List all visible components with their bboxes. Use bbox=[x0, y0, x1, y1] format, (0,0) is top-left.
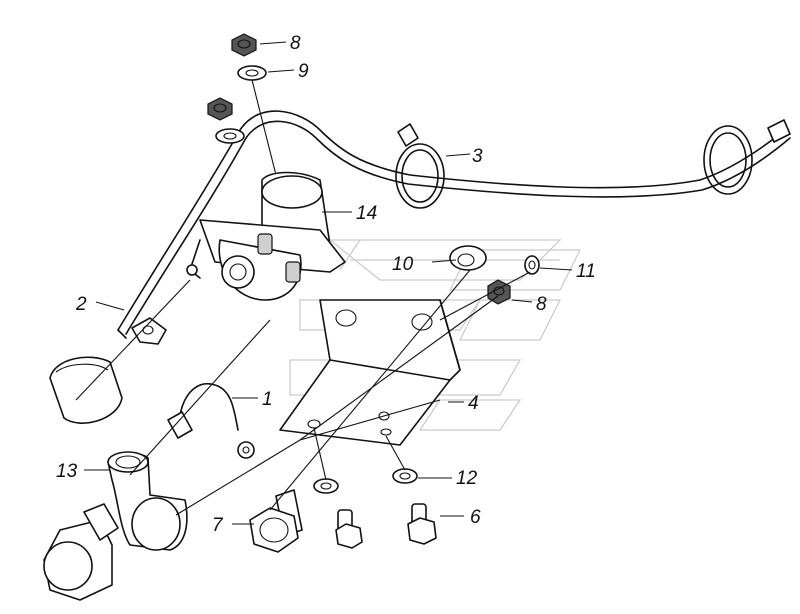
hose-clamp-right bbox=[703, 125, 753, 195]
callout-4: 4 bbox=[468, 393, 479, 414]
callout-1: 1 bbox=[262, 389, 273, 410]
hose-clamp-left bbox=[395, 123, 445, 209]
solenoid-valve bbox=[186, 171, 346, 301]
mounting-bracket bbox=[279, 299, 461, 446]
callout-labels: 1 2 3 4 6 7 8 8 9 10 11 12 13 14 bbox=[56, 33, 596, 536]
callout-9: 9 bbox=[298, 61, 309, 82]
callout-7: 7 bbox=[212, 515, 224, 536]
union-fitting bbox=[43, 503, 119, 601]
washer-10 bbox=[449, 245, 487, 271]
callout-3: 3 bbox=[472, 146, 483, 167]
callout-11: 11 bbox=[576, 261, 596, 282]
leader-lines bbox=[84, 41, 573, 525]
callout-8-top: 8 bbox=[290, 33, 301, 54]
callout-8-right: 8 bbox=[536, 294, 547, 315]
washer-11 bbox=[524, 255, 540, 275]
washer-mid bbox=[215, 128, 245, 144]
bolt-6-left bbox=[335, 509, 363, 549]
connector-2 bbox=[117, 317, 167, 345]
bolt-6-right bbox=[407, 503, 437, 545]
nut-top bbox=[231, 33, 257, 57]
washer-top bbox=[237, 65, 267, 81]
callout-13: 13 bbox=[56, 461, 78, 482]
callout-14: 14 bbox=[356, 203, 377, 224]
callout-6: 6 bbox=[470, 507, 481, 528]
ground-wire bbox=[167, 383, 255, 459]
callout-10: 10 bbox=[392, 254, 414, 275]
nut-mid bbox=[207, 97, 233, 121]
callout-12: 12 bbox=[456, 468, 478, 489]
washer-bottom-left bbox=[313, 478, 339, 494]
pipe-tube bbox=[117, 110, 791, 335]
elbow-fitting bbox=[107, 451, 188, 551]
assembly-lines bbox=[75, 269, 531, 516]
bolt-7 bbox=[249, 489, 303, 553]
callout-2: 2 bbox=[75, 294, 87, 315]
washer-12 bbox=[392, 468, 418, 484]
